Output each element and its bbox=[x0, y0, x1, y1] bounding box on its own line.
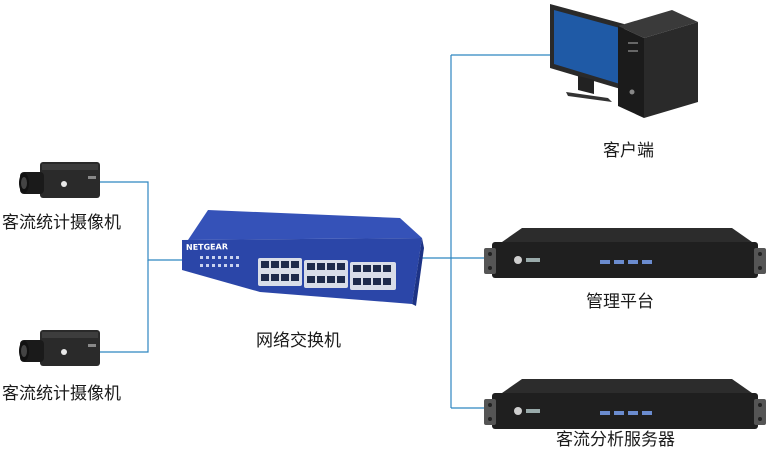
rack-server-icon bbox=[484, 228, 766, 278]
desktop-computer-icon bbox=[550, 4, 698, 118]
switch-label: 网络交换机 bbox=[256, 331, 341, 351]
analysis-server-device bbox=[482, 377, 768, 439]
camera-bottom-device bbox=[18, 328, 102, 376]
management-device bbox=[482, 226, 768, 288]
analysis-server-label: 客流分析服务器 bbox=[556, 430, 675, 450]
camera-icon bbox=[19, 162, 100, 198]
management-label: 管理平台 bbox=[586, 292, 654, 312]
switch-brand: NETGEAR bbox=[186, 242, 228, 252]
client-label: 客户端 bbox=[603, 141, 654, 161]
link-camera-top bbox=[100, 181, 185, 261]
network-switch-icon: NETGEAR bbox=[182, 210, 424, 306]
switch-device: NETGEAR bbox=[178, 208, 424, 314]
camera-bottom-label: 客流统计摄像机 bbox=[2, 384, 121, 404]
link-camera-bottom bbox=[100, 260, 149, 353]
camera-top-label: 客流统计摄像机 bbox=[2, 213, 121, 233]
camera-top-device bbox=[18, 160, 102, 208]
camera-icon bbox=[19, 330, 100, 366]
client-device bbox=[548, 2, 700, 124]
rack-server-icon bbox=[484, 379, 766, 429]
